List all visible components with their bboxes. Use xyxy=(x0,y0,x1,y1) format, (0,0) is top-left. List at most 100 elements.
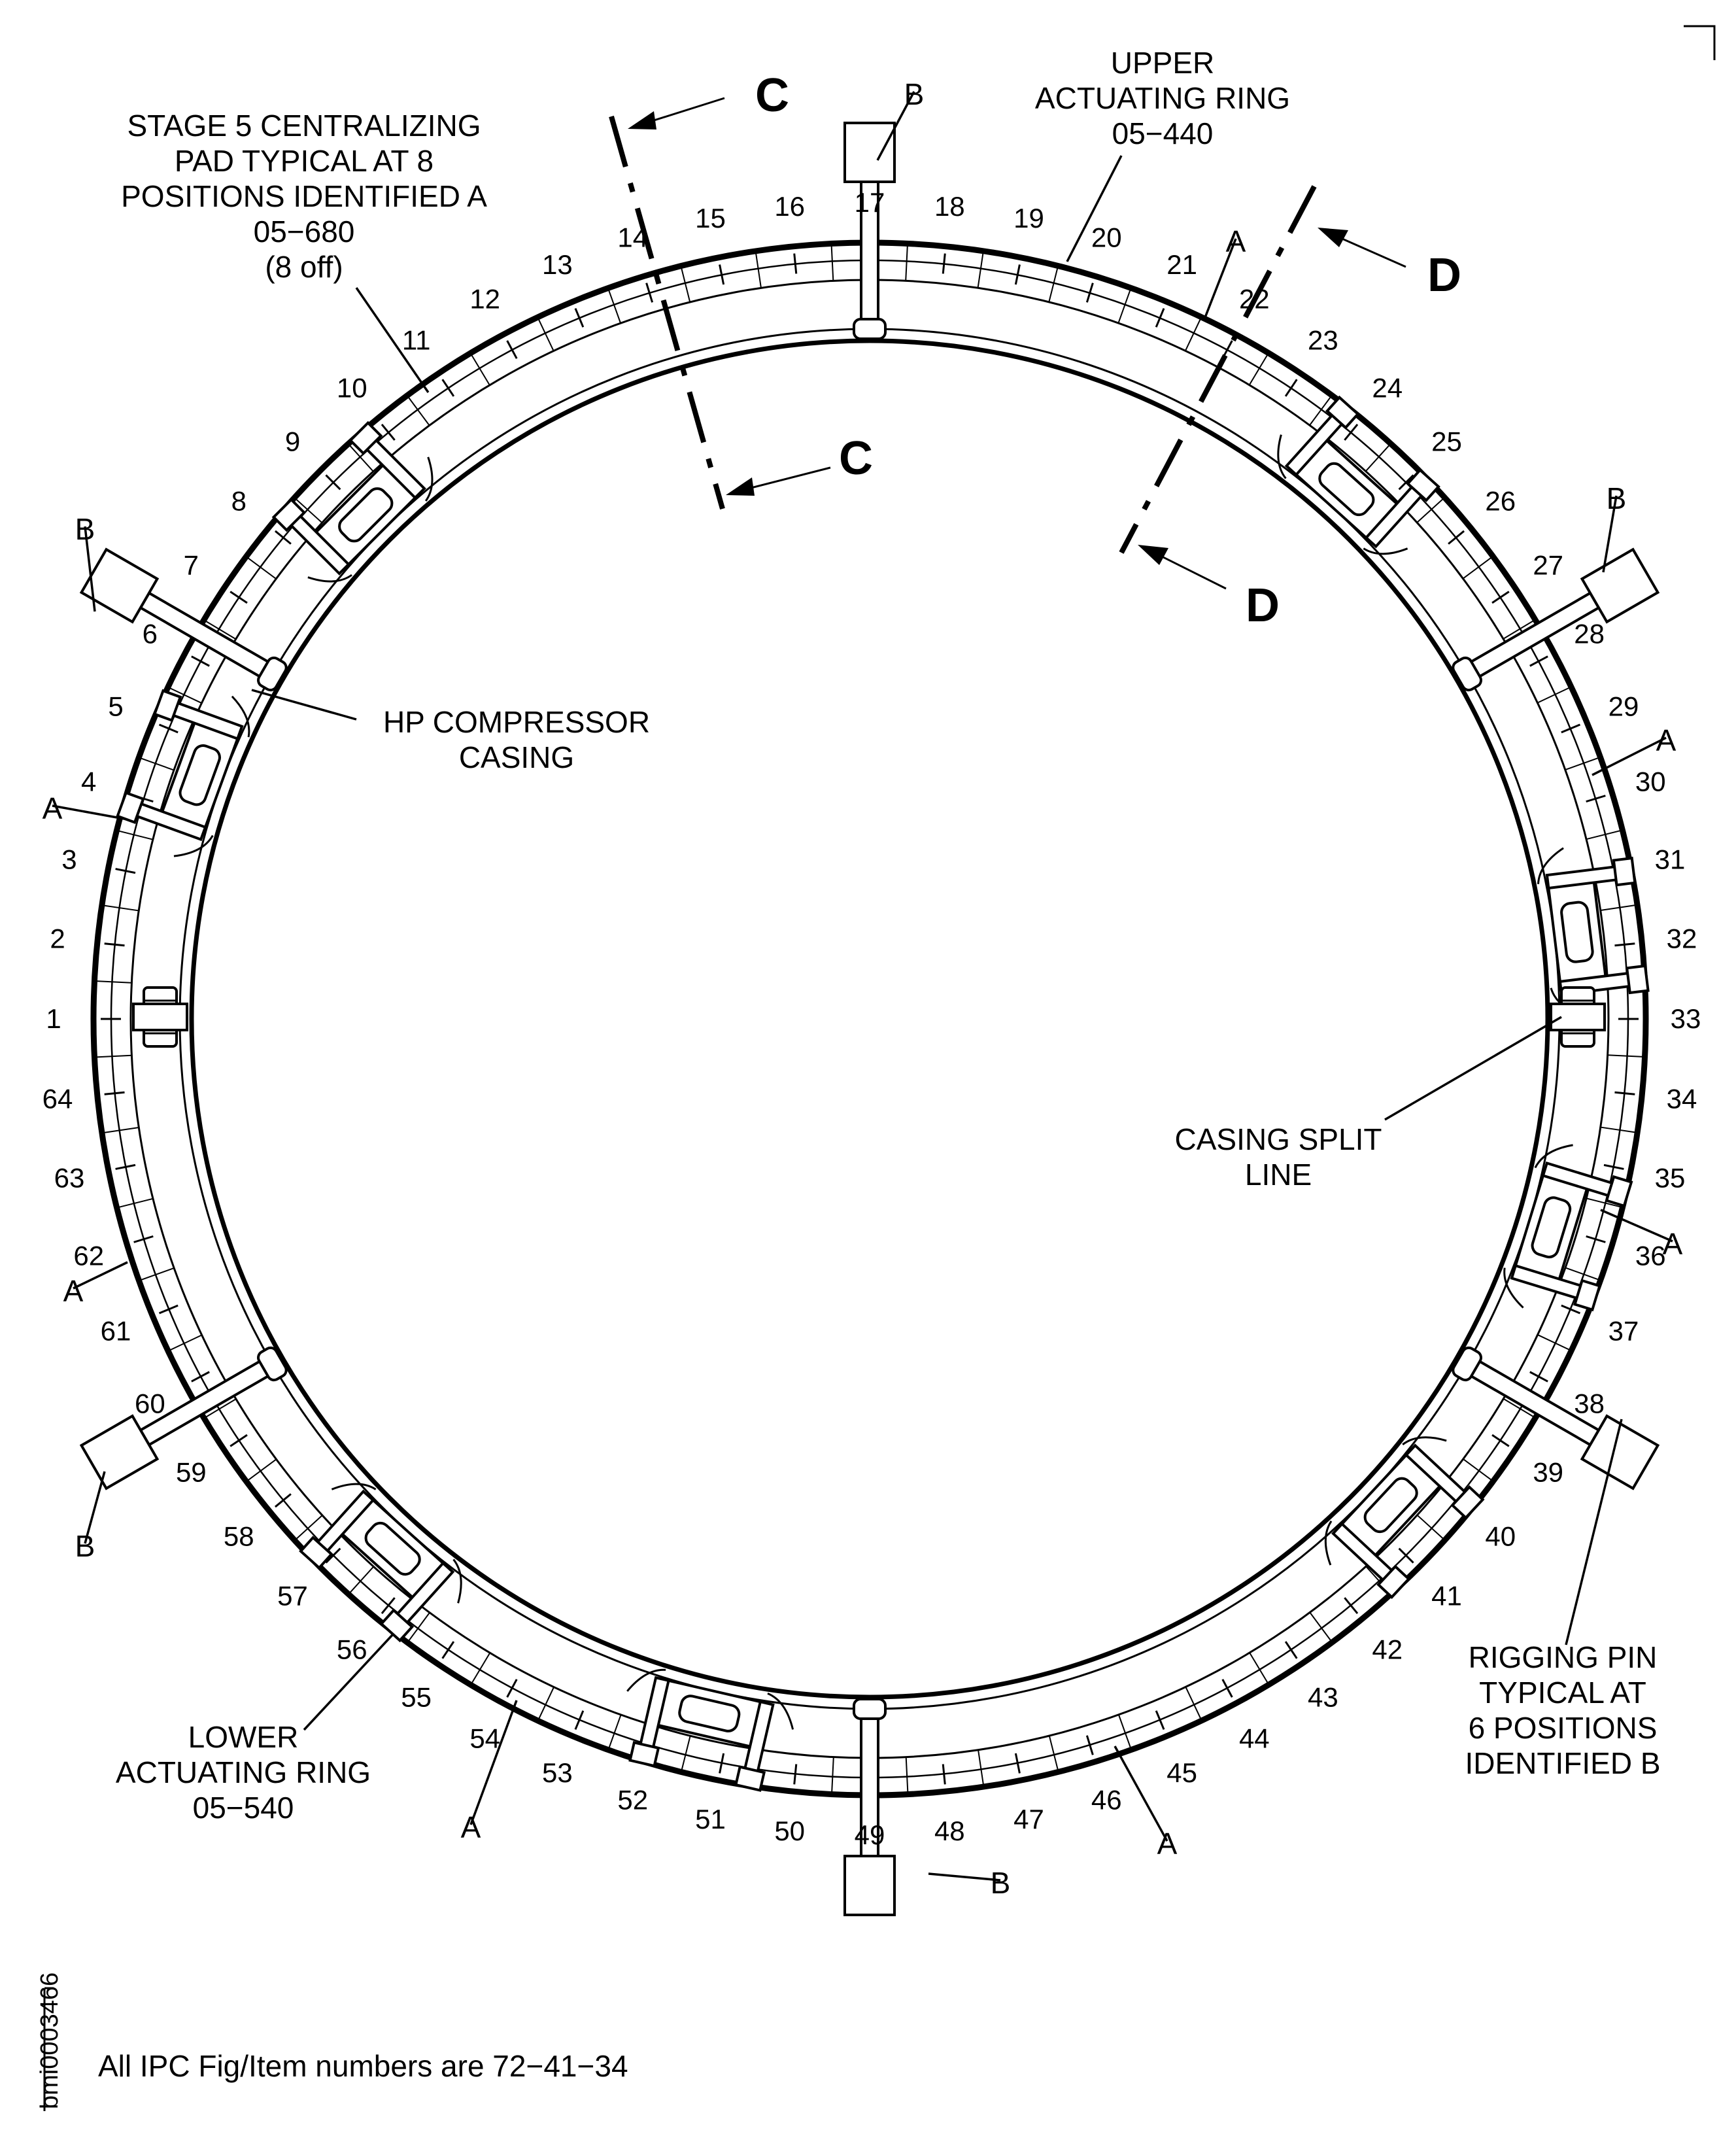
slot-tick xyxy=(1529,655,1548,667)
rigging-pin-callout: RIGGING PIN TYPICAL AT 6 POSITIONS IDENT… xyxy=(1465,1640,1660,1780)
slot-tick xyxy=(1398,474,1414,490)
stage5-pad-leader xyxy=(355,287,430,393)
svg-text:05−680: 05−680 xyxy=(254,215,355,249)
position-number: 52 xyxy=(617,1784,648,1815)
position-number: 14 xyxy=(617,222,648,253)
slot-tick xyxy=(1221,1679,1233,1698)
position-number: 36 xyxy=(1635,1240,1666,1271)
slot-tick xyxy=(104,942,125,947)
position-number: 53 xyxy=(542,1757,573,1788)
position-number: 20 xyxy=(1091,222,1122,253)
position-number: 50 xyxy=(774,1816,805,1846)
svg-text:CASING: CASING xyxy=(459,740,574,774)
lower-ring-leader xyxy=(303,1634,394,1731)
slot-divider xyxy=(116,829,154,840)
slot-divider xyxy=(139,1267,175,1282)
pad-leader xyxy=(1114,1746,1168,1842)
position-number: 61 xyxy=(101,1316,131,1347)
slot-tick xyxy=(1155,307,1165,328)
pin-identifier: B xyxy=(991,1866,1011,1900)
rigging-pin xyxy=(1452,547,1660,692)
position-number: 11 xyxy=(402,324,431,355)
pad-identifier: A xyxy=(43,791,63,825)
rigging-pin xyxy=(843,1698,896,1916)
slot-divider xyxy=(245,556,277,579)
casing-inner-edge xyxy=(189,338,1550,1700)
slot-divider xyxy=(469,353,490,386)
slot-divider xyxy=(1185,1686,1202,1721)
position-number: 59 xyxy=(176,1456,207,1487)
position-number: 60 xyxy=(135,1388,165,1419)
slot-divider xyxy=(348,1566,375,1595)
slot-divider xyxy=(1565,756,1601,771)
slot-tick xyxy=(230,591,248,604)
split-line-bolt-right xyxy=(1550,986,1606,1048)
casing-split-leader xyxy=(1384,1016,1562,1121)
position-number: 9 xyxy=(285,426,300,457)
slot-divider xyxy=(1048,1735,1059,1772)
slot-divider xyxy=(167,686,202,704)
position-number: 55 xyxy=(401,1682,432,1713)
slot-divider xyxy=(1185,317,1202,351)
slot-tick xyxy=(1448,530,1465,545)
slot-divider xyxy=(1117,287,1132,324)
slot-tick xyxy=(133,1235,154,1243)
position-number: 24 xyxy=(1372,372,1403,403)
position-number: 40 xyxy=(1485,1521,1516,1552)
svg-text:RIGGING PIN: RIGGING PIN xyxy=(1469,1640,1658,1674)
slot-divider xyxy=(94,980,132,984)
slot-divider xyxy=(407,1612,430,1644)
position-number: 16 xyxy=(774,191,805,222)
slot-tick xyxy=(381,1597,396,1615)
position-number: 62 xyxy=(73,1240,104,1271)
slot-divider xyxy=(1565,1267,1601,1281)
centralizing-pad xyxy=(626,1668,794,1792)
position-number: 37 xyxy=(1608,1316,1639,1347)
position-number: 42 xyxy=(1372,1634,1403,1665)
slot-tick xyxy=(158,723,179,734)
slot-divider xyxy=(347,443,374,472)
position-number: 15 xyxy=(695,203,726,233)
slot-divider xyxy=(1309,1611,1333,1643)
position-number: 23 xyxy=(1308,324,1338,355)
position-number: 28 xyxy=(1574,619,1605,649)
pad-leader xyxy=(1203,238,1237,320)
rigging-pin xyxy=(79,1346,288,1490)
slot-tick xyxy=(1284,379,1298,397)
position-number: 33 xyxy=(1671,1003,1701,1034)
slot-tick xyxy=(942,1764,946,1785)
svg-text:HP COMPRESSOR: HP COMPRESSOR xyxy=(383,705,650,739)
svg-text:PAD TYPICAL AT 8: PAD TYPICAL AT 8 xyxy=(175,144,434,178)
slot-divider xyxy=(680,266,691,303)
svg-text:LOWER: LOWER xyxy=(188,1720,299,1754)
svg-text:05−540: 05−540 xyxy=(193,1791,294,1825)
slot-tick xyxy=(1491,1434,1510,1447)
position-number: 8 xyxy=(231,485,247,516)
footer-note: All IPC Fig/Item numbers are 72−41−34 xyxy=(98,2049,628,2083)
slot-tick xyxy=(1586,1235,1606,1243)
position-number: 4 xyxy=(81,766,96,797)
slot-tick xyxy=(230,1434,248,1447)
position-number: 13 xyxy=(542,249,573,280)
slot-divider xyxy=(830,243,834,281)
slot-tick xyxy=(793,253,798,274)
position-number: 41 xyxy=(1431,1580,1462,1611)
slot-divider xyxy=(537,317,554,352)
slot-tick xyxy=(1155,1710,1165,1730)
svg-text:UPPER: UPPER xyxy=(1111,46,1214,80)
slot-tick xyxy=(793,1764,798,1785)
slot-divider xyxy=(1309,394,1333,426)
position-number: 48 xyxy=(934,1816,965,1846)
slot-tick xyxy=(441,379,455,397)
slot-divider xyxy=(1248,353,1269,386)
position-number: 64 xyxy=(43,1083,73,1114)
slot-tick xyxy=(645,283,654,303)
slot-tick xyxy=(1561,1304,1581,1315)
slot-divider xyxy=(1503,1398,1536,1419)
pin-leader xyxy=(84,526,96,612)
position-number: 56 xyxy=(337,1634,367,1665)
centralizing-pad xyxy=(1277,395,1440,555)
pad-leader xyxy=(73,1261,128,1290)
position-number: 34 xyxy=(1667,1083,1697,1114)
slot-divider xyxy=(755,250,762,288)
